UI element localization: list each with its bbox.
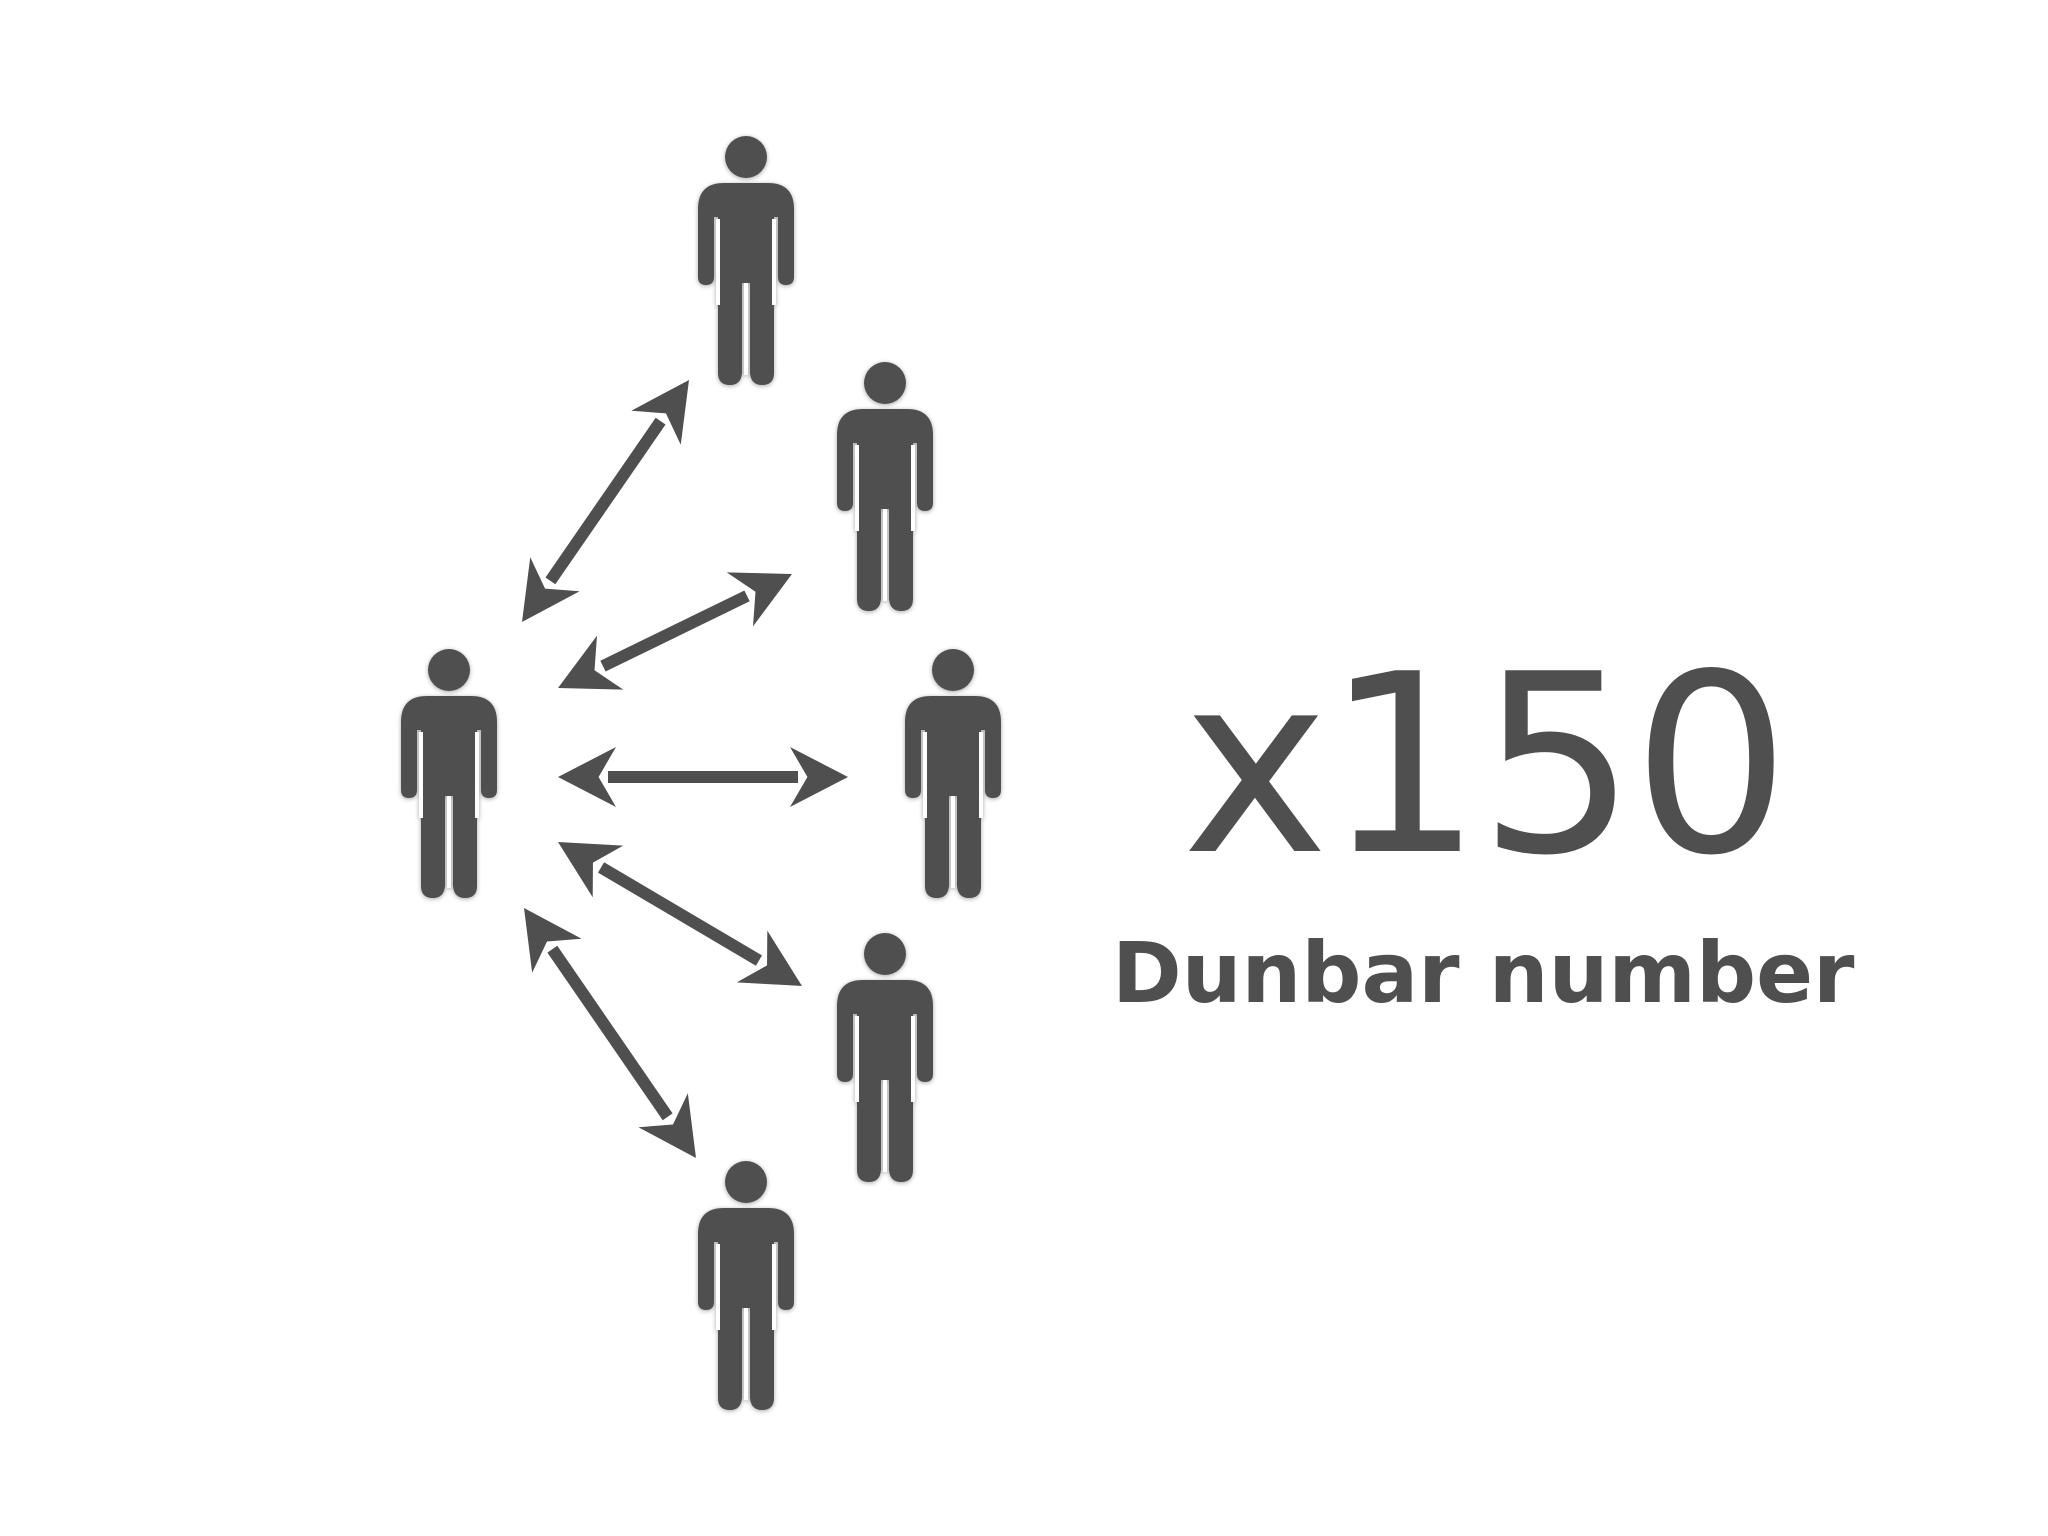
- person-icon-lower: [837, 933, 933, 1182]
- arrow-top: [522, 380, 689, 622]
- person-icon-center: [401, 649, 497, 898]
- arrow-upper: [558, 572, 792, 690]
- multiplier-label: x150: [1182, 622, 1790, 910]
- person-icon-top: [698, 136, 794, 385]
- arrow-bottom: [524, 908, 696, 1158]
- person-icon-middle: [905, 649, 1001, 898]
- arrow-lower: [558, 842, 802, 986]
- person-icon-bottom: [698, 1161, 794, 1410]
- person-icon-upper: [837, 362, 933, 611]
- arrow-middle: [558, 747, 848, 807]
- caption-label: Dunbar number: [1112, 924, 1855, 1022]
